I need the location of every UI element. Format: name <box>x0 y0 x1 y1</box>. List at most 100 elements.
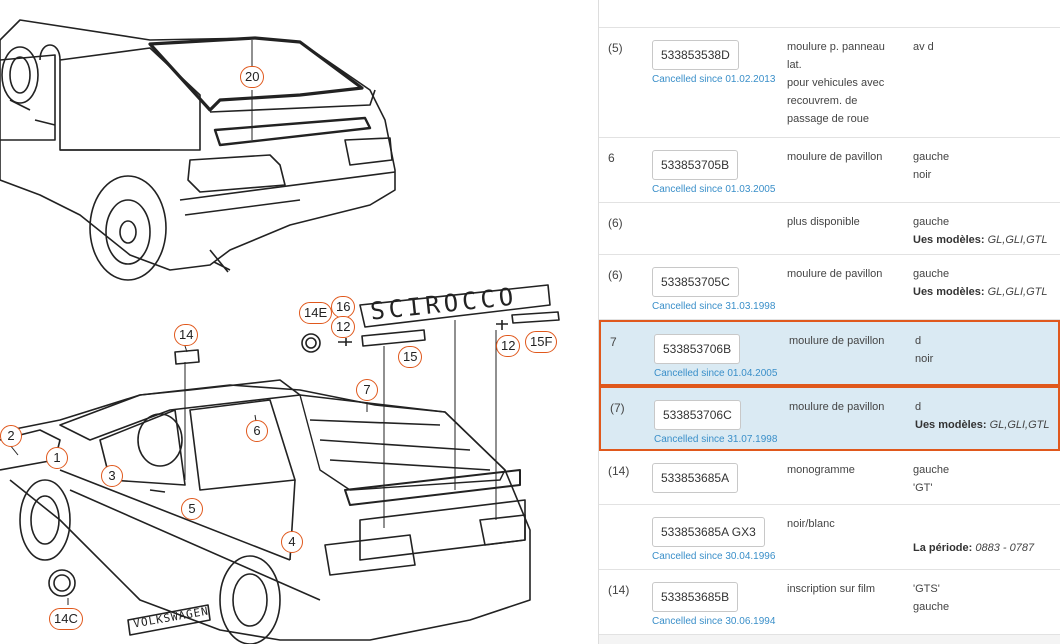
remark-line: 'GT' <box>913 482 933 494</box>
position-number: (6) <box>608 268 623 282</box>
position-number: 7 <box>610 335 617 349</box>
description-line: inscription sur film <box>787 583 876 595</box>
part-cell: 533853705C Cancelled since 31.03.1998 <box>652 267 775 312</box>
parts-diagram: 20 14E 16 12 12 15F 15 14 7 6 2 1 3 5 4 … <box>0 19 560 644</box>
position-number: (5) <box>608 41 623 55</box>
models-value: GL,GLI,GTL <box>987 234 1048 246</box>
position-number: (14) <box>608 583 630 597</box>
parts-table: (5) 533853538D Cancelled since 01.02.2013 m… <box>598 0 1060 644</box>
models-value: GL,GLI,GTL <box>987 286 1048 298</box>
description-line: passage de roue <box>787 113 869 125</box>
description-line: moulure p. panneau <box>787 41 885 53</box>
description-line: plus disponible <box>787 216 860 228</box>
callout-15f[interactable]: 15F <box>525 331 558 353</box>
part-number-button[interactable]: 533853538D <box>652 40 739 70</box>
remark-line: gauche <box>913 216 950 228</box>
models-line: Ues modèles: GL,GLI,GTL <box>913 283 1055 301</box>
callout-12[interactable]: 12 <box>496 335 521 357</box>
callout-7[interactable]: 7 <box>356 379 378 401</box>
remark-line: noir <box>913 169 932 181</box>
callout-14[interactable]: 14 <box>174 324 199 346</box>
description: noir/blanc <box>787 515 901 533</box>
remark-line: 'GTS' <box>913 583 940 595</box>
part-cell: 533853706B Cancelled since 01.04.2005 <box>654 334 777 379</box>
car-drawing <box>0 19 560 644</box>
callout-5[interactable]: 5 <box>181 498 203 520</box>
remark: d noir <box>915 332 1057 368</box>
remark-line: d <box>915 335 922 347</box>
callout-2[interactable]: 2 <box>0 425 22 447</box>
description: inscription sur film <box>787 580 901 598</box>
callout-1[interactable]: 1 <box>46 447 68 469</box>
position-number: (6) <box>608 216 623 230</box>
callout-14e[interactable]: 14E <box>299 302 333 324</box>
description-line: moulure de pavillon <box>787 268 883 280</box>
period-label: La période: <box>913 542 973 554</box>
period-value: 0883 - 0787 <box>975 542 1035 554</box>
part-cell: 533853538D Cancelled since 01.02.2013 <box>652 40 775 85</box>
remark-line: gauche <box>913 268 950 280</box>
remark-line: gauche <box>913 464 950 476</box>
cancelled-note: Cancelled since 31.03.1998 <box>652 301 776 312</box>
part-number-button[interactable]: 533853706B <box>654 334 741 364</box>
models-label: Ues modèles: <box>913 234 985 246</box>
callout-14c[interactable]: 14C <box>49 608 83 630</box>
cancelled-note: Cancelled since 01.04.2005 <box>654 368 778 379</box>
position-number: 6 <box>608 151 615 165</box>
description-line: monogramme <box>787 464 855 476</box>
callout-15[interactable]: 15 <box>398 346 423 368</box>
part-number-button[interactable]: 533853685B <box>652 582 739 612</box>
part-number-button[interactable]: 533853685A GX3 <box>652 517 765 547</box>
parts-rows: (5) 533853538D Cancelled since 01.02.2013 m… <box>599 28 1060 635</box>
table-row[interactable]: (5) 533853538D Cancelled since 01.02.2013 m… <box>599 28 1060 138</box>
description-line: moulure de pavillon <box>787 151 883 163</box>
remark-line: gauche <box>913 151 950 163</box>
part-number-button[interactable]: 533853706C <box>654 400 741 430</box>
remark-line: noir <box>915 353 934 365</box>
callout-20[interactable]: 20 <box>240 66 265 88</box>
part-number-button[interactable]: 533853685A <box>652 463 739 493</box>
table-header-strip <box>599 0 1060 28</box>
remark: gauche noir <box>913 148 1055 184</box>
callout-3[interactable]: 3 <box>101 465 123 487</box>
table-row[interactable]: (14) 533853685A monogramme gauche 'GT' <box>599 451 1060 505</box>
description: plus disponible <box>787 213 901 231</box>
description: monogramme <box>787 461 901 479</box>
remark: La période: 0883 - 0787 <box>913 515 1055 557</box>
callout-6[interactable]: 6 <box>246 420 268 442</box>
description-line: recouvrem. de <box>787 95 858 107</box>
remark-line: av d <box>913 41 934 53</box>
description-line: moulure de pavillon <box>789 401 885 413</box>
cancelled-note: Cancelled since 01.02.2013 <box>652 74 776 85</box>
position-number: (14) <box>608 464 630 478</box>
callout-4[interactable]: 4 <box>281 531 303 553</box>
callout-16[interactable]: 16 <box>331 296 356 318</box>
cancelled-note: Cancelled since 30.04.1996 <box>652 551 776 562</box>
models-label: Ues modèles: <box>913 286 985 298</box>
part-number-button[interactable]: 533853705C <box>652 267 739 297</box>
description: moulure de pavillon <box>789 332 903 350</box>
callout-12[interactable]: 12 <box>331 316 356 338</box>
part-number-button[interactable]: 533853705B <box>652 150 739 180</box>
table-row[interactable]: (6) 533853705C Cancelled since 31.03.1998 m… <box>599 255 1060 320</box>
models-line: Ues modèles: GL,GLI,GTL <box>913 231 1055 249</box>
models-label: Ues modèles: <box>915 419 987 431</box>
remark-line <box>913 515 1055 533</box>
remark: 'GTS'gauche <box>913 580 1055 616</box>
table-row[interactable]: 7 533853706B Cancelled since 01.04.2005 mou… <box>599 320 1060 386</box>
description: moulure de pavillon <box>787 265 901 283</box>
part-cell: 533853685A <box>652 463 739 493</box>
remark: gauche 'GT' <box>913 461 1055 497</box>
